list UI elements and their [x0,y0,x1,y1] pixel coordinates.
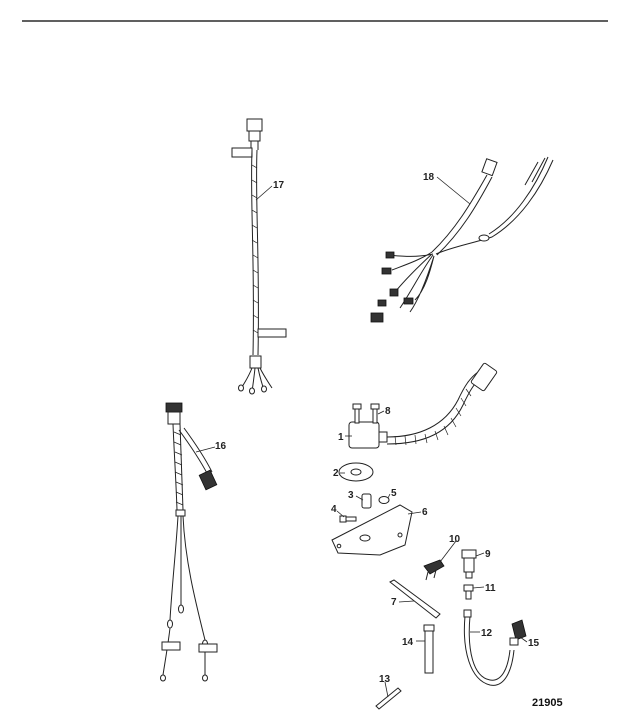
harness-16 [160,402,218,682]
fitting-15 [509,619,527,646]
hose-12 [463,609,515,686]
callout-17: 17 [273,180,285,191]
callout-14: 14 [402,637,414,648]
callout-16: 16 [215,441,227,452]
tube-14 [423,624,435,674]
callout-3: 3 [348,490,354,501]
callout-18: 18 [423,172,435,183]
washer-5 [378,496,390,504]
callout-7: 7 [391,597,397,608]
figure-number: 21905 [532,697,563,709]
adapter-11 [463,584,474,600]
strap-7 [389,579,441,619]
callout-1: 1 [338,432,344,443]
callout-9: 9 [485,549,491,560]
sender-9 [461,549,477,579]
callout-10: 10 [449,534,461,545]
callout-15: 15 [528,638,540,649]
callout-2: 2 [333,468,339,479]
callout-6: 6 [422,507,428,518]
leader-lines [195,176,528,698]
bracket-6 [331,504,413,556]
harness-17 [231,118,287,395]
callout-5: 5 [391,488,397,499]
harness-18 [370,156,554,323]
callout-4: 4 [331,504,337,515]
gasket-2 [338,462,374,482]
fitting-3 [361,493,372,509]
callout-12: 12 [481,628,493,639]
callout-8: 8 [385,406,391,417]
tie-13 [375,687,402,710]
screw-4 [339,515,357,523]
bolts-8 [352,403,380,424]
clip-10 [423,559,445,581]
callout-11: 11 [485,583,496,594]
callout-13: 13 [379,674,391,685]
sensor-1 [348,362,498,449]
